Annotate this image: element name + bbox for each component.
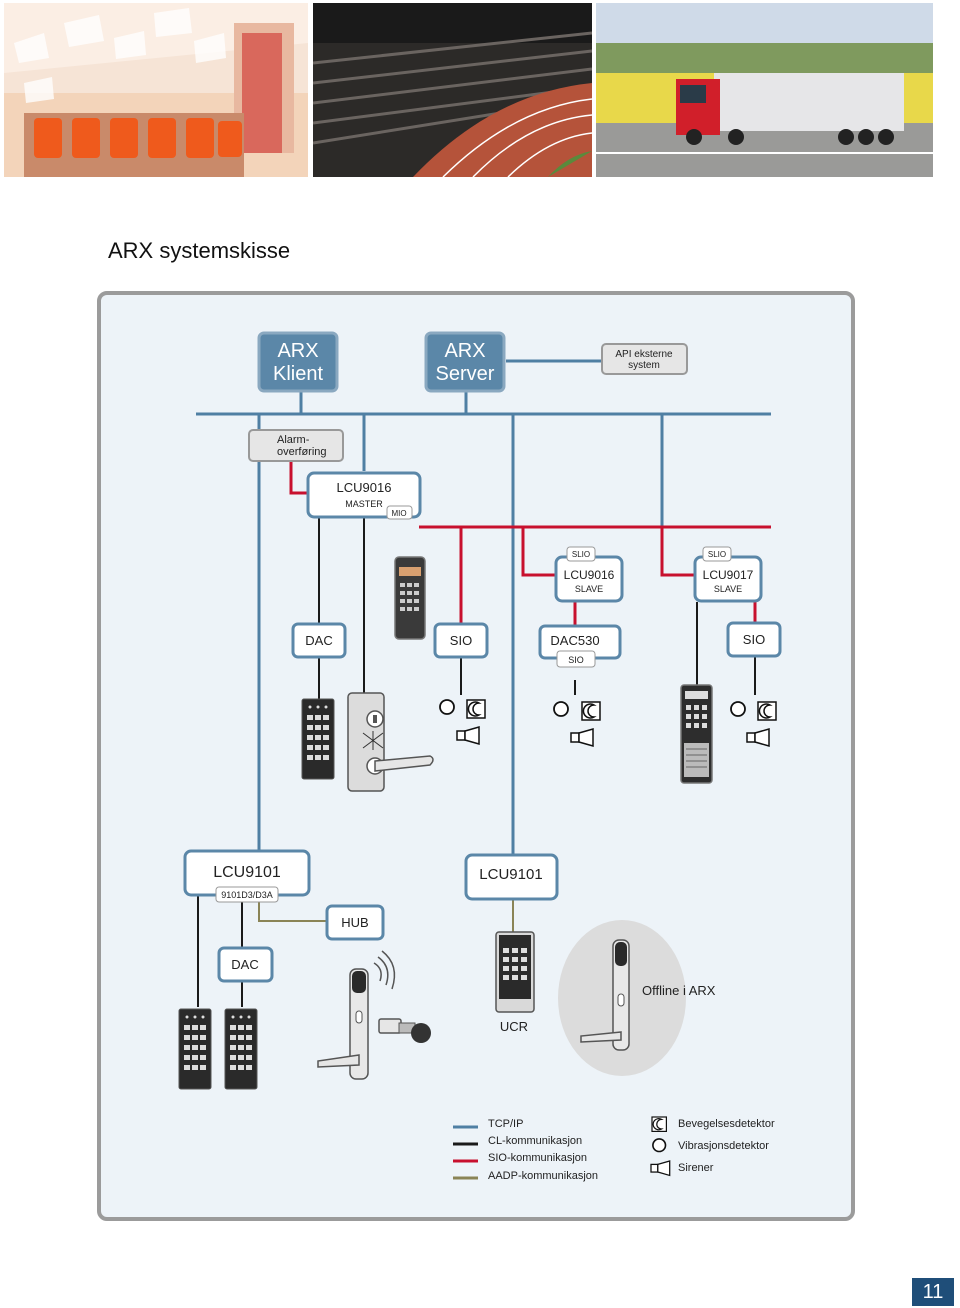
legend-cl-label: CL-kommunikasjon (488, 1135, 582, 1147)
alarm-transfer-node: Alarm- overføring (248, 429, 344, 462)
lcu9101a-tag: 9101D3/D3A (221, 890, 273, 900)
lcu-slave1-title: LCU9016 (564, 568, 615, 582)
sio2-label: SIO (743, 632, 765, 647)
hub-node: HUB (325, 904, 385, 941)
offline-label: Offline i ARX (642, 983, 716, 998)
arx-client-node: ARX Klient (257, 331, 339, 393)
legend: TCP/IP CL-kommunikasjon SIO-kommunikasjo… (453, 1116, 775, 1182)
page-number: 11 (912, 1278, 954, 1306)
dac-node-1: DAC (291, 622, 347, 659)
door-lock-handle-icon (347, 692, 434, 792)
vibration-detector-icon (730, 701, 746, 717)
lcu9101-node-b: LCU9101 (464, 853, 559, 901)
card-reader-keypad-icon (680, 684, 713, 784)
keypad-icon (178, 1008, 212, 1090)
dac-keypad-icon (301, 698, 335, 780)
lcu-slave1-tag: SLIO (572, 550, 590, 559)
alarm-line2: overføring (277, 446, 327, 458)
legend-aadp-label: AADP-kommunikasjon (488, 1170, 598, 1182)
sio-node-2: SIO (726, 621, 782, 658)
dac530-label: DAC530 (550, 633, 599, 648)
arx-server-line2: Server (436, 363, 495, 385)
api-line1: API eksterne (615, 349, 673, 360)
legend-sio-label: SIO-kommunikasjon (488, 1152, 587, 1164)
hub-label: HUB (341, 915, 368, 930)
wireless-lock-icon (317, 950, 396, 1080)
siren-icon (456, 726, 480, 745)
dac2-label: DAC (231, 957, 258, 972)
lcu-slave2-title: LCU9017 (703, 568, 754, 582)
motion-detector-icon (581, 701, 601, 721)
legend-tcp-label: TCP/IP (488, 1118, 523, 1130)
motion-detector-icon (466, 699, 486, 719)
sio1-label: SIO (450, 633, 472, 648)
photo-truck (596, 3, 933, 177)
dac530-tag: SIO (568, 655, 584, 665)
vibration-detector-icon (652, 1138, 667, 1153)
lcu9016-master-node: LCU9016 MASTER MIO (306, 471, 422, 520)
legend-vibration-label: Vibrasjonsdetektor (678, 1140, 769, 1152)
vibration-detector-icon (553, 701, 569, 717)
lcu9101-node-a: LCU9101 9101D3/D3A (183, 849, 311, 903)
siren-icon (650, 1160, 671, 1177)
dac-node-2: DAC (217, 946, 274, 983)
sio-node-1: SIO (433, 622, 489, 659)
lcu-master-sub: MASTER (345, 499, 383, 509)
arx-server-node: ARX Server (424, 331, 506, 393)
legend-siren-label: Sirener (678, 1162, 714, 1174)
lcu9101b-label: LCU9101 (479, 866, 542, 883)
system-diagram-frame: ARX Klient ARX Server API eksterne syste… (97, 291, 855, 1221)
wall-keypad-icon (394, 556, 426, 640)
ucr-reader-icon (495, 931, 535, 1013)
arx-server-line1: ARX (444, 340, 485, 362)
arx-client-line2: Klient (273, 363, 323, 385)
lcu9016-slave-node: SLIO LCU9016 SLAVE (554, 546, 624, 603)
lcu-slave2-sub: SLAVE (714, 584, 742, 594)
lcu-slave1-sub: SLAVE (575, 584, 603, 594)
dac530-node: DAC530 SIO (538, 624, 622, 668)
arx-client-line1: ARX (277, 340, 318, 362)
electronic-cylinder-icon (378, 1018, 431, 1043)
lcu-master-title: LCU9016 (337, 480, 392, 495)
dac1-label: DAC (305, 633, 332, 648)
keypad-icon (224, 1008, 258, 1090)
siren-icon (570, 728, 594, 747)
api-line2: system (628, 360, 660, 371)
offline-lock-icon (580, 939, 630, 1051)
motion-detector-icon (651, 1116, 668, 1133)
legend-motion-label: Bevegelsesdetektor (678, 1118, 775, 1130)
system-diagram: ARX Klient ARX Server API eksterne syste… (178, 331, 782, 1182)
alarm-line1: Alarm- (277, 434, 310, 446)
lcu-slave2-tag: SLIO (708, 550, 726, 559)
lcu9101a-label: LCU9101 (213, 864, 281, 881)
ucr-label: UCR (500, 1019, 528, 1034)
page-title: ARX systemskisse (108, 238, 291, 263)
lcu9017-slave-node: SLIO LCU9017 SLAVE (693, 546, 763, 603)
photo-conference-room (4, 3, 308, 177)
siren-icon (746, 728, 770, 747)
lcu-master-tag: MIO (391, 509, 406, 518)
api-external-node: API eksterne system (601, 343, 688, 375)
photo-stadium (313, 3, 592, 177)
motion-detector-icon (757, 701, 777, 721)
vibration-detector-icon (439, 699, 455, 715)
